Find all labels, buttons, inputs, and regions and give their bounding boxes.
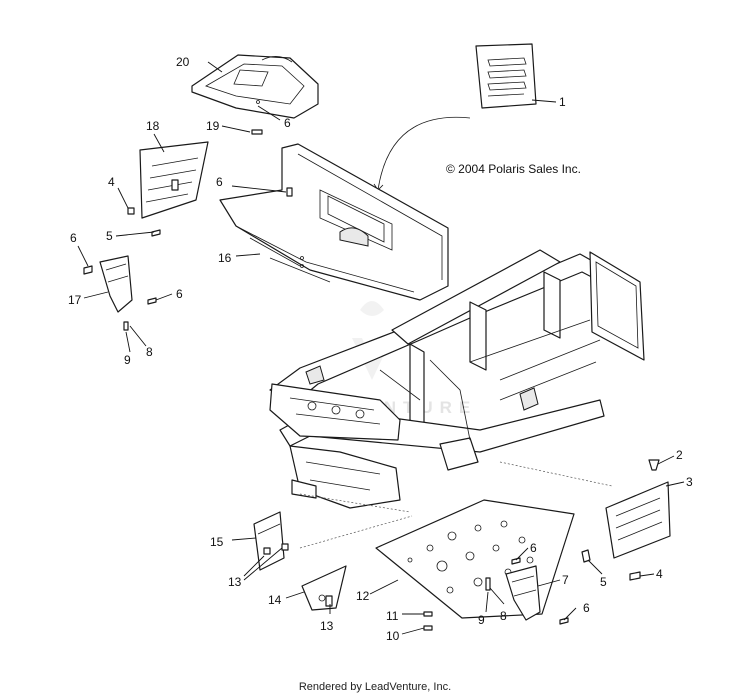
callout-12: 12 — [356, 589, 370, 603]
assembly-arc — [377, 116, 471, 191]
callout-8: 8 — [500, 609, 507, 623]
callout-14: 14 — [268, 593, 282, 607]
callout-8: 8 — [146, 345, 153, 359]
part-15-bracket[interactable] — [253, 511, 285, 571]
callout-5: 5 — [600, 575, 607, 589]
callout-17: 17 — [68, 293, 82, 307]
callout-labels: 1 2 3 4 4 5 5 6 6 6 6 6 6 7 8 8 9 9 10 1… — [68, 55, 693, 643]
callout-16: 16 — [218, 251, 232, 265]
guide-line-1 — [299, 493, 411, 513]
callout-10: 10 — [386, 629, 400, 643]
part-1-vent-panel[interactable] — [475, 43, 537, 109]
callout-4: 4 — [656, 567, 663, 581]
guide-line-3 — [499, 461, 613, 487]
main-frame[interactable] — [269, 249, 645, 509]
callout-18: 18 — [146, 119, 160, 133]
callout-4: 4 — [108, 175, 115, 189]
callout-13: 13 — [228, 575, 242, 589]
callout-6: 6 — [176, 287, 183, 301]
callout-9: 9 — [478, 613, 485, 627]
callout-3: 3 — [686, 475, 693, 489]
callout-1: 1 — [559, 95, 566, 109]
callout-11: 11 — [386, 609, 399, 623]
part-17-bracket[interactable] — [99, 255, 133, 313]
leader-lines — [77, 61, 685, 635]
guide-line-2 — [299, 515, 413, 549]
part-14-plate[interactable] — [301, 565, 347, 611]
part-20-storage-tray[interactable] — [191, 54, 319, 119]
part-3-side-panel[interactable] — [605, 481, 671, 559]
callout-6: 6 — [530, 541, 537, 555]
hardware — [83, 129, 660, 631]
callout-13: 13 — [320, 619, 334, 633]
copyright-notice: © 2004 Polaris Sales Inc. — [446, 162, 581, 176]
callout-15: 15 — [210, 535, 224, 549]
callout-20: 20 — [176, 55, 190, 69]
callout-9: 9 — [124, 353, 131, 367]
callout-6: 6 — [216, 175, 223, 189]
callout-7: 7 — [562, 573, 569, 587]
part-7-bracket[interactable] — [505, 565, 541, 621]
part-16-cargo-box[interactable] — [219, 143, 449, 301]
callout-6: 6 — [70, 231, 77, 245]
footer-credit: Rendered by LeadVenture, Inc. — [298, 681, 452, 693]
callout-5: 5 — [106, 229, 113, 243]
callout-2: 2 — [676, 448, 683, 462]
callout-6: 6 — [583, 601, 590, 615]
callout-6: 6 — [284, 116, 291, 130]
callout-19: 19 — [206, 119, 220, 133]
